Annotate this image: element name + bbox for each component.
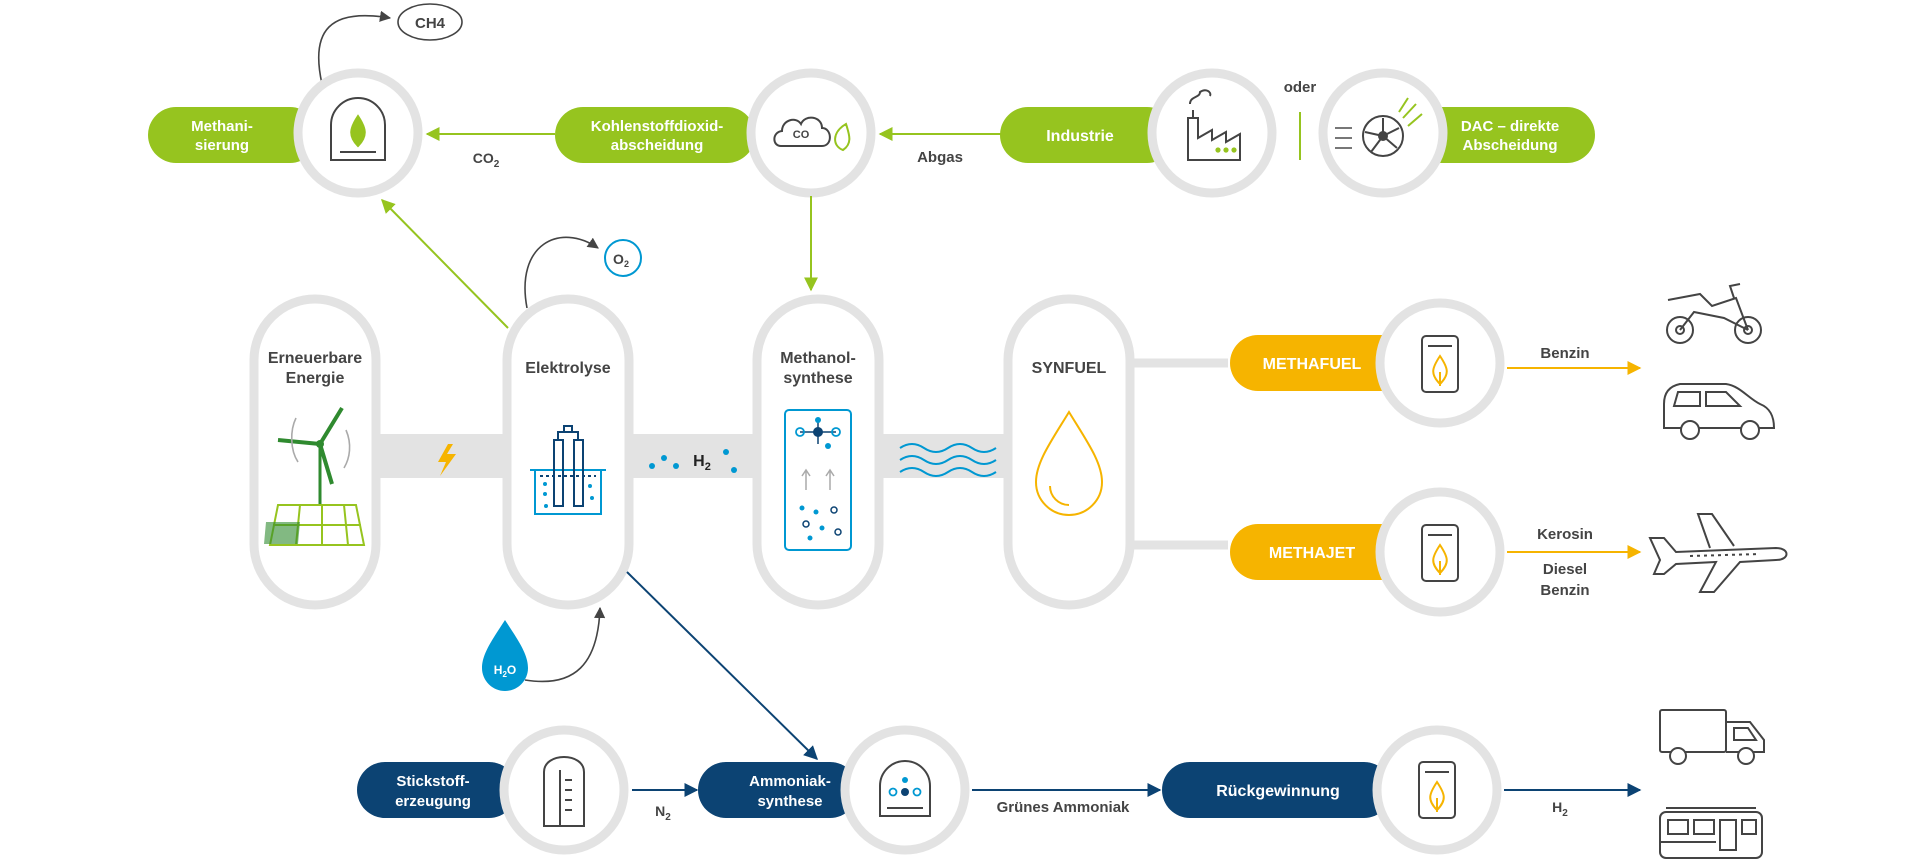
fuel-drop-icon [1034,410,1104,516]
o2-output-arrow [524,236,599,309]
ammoniak-pill [698,762,858,818]
ch4-output-arrow [317,10,392,85]
fuel-pump-icon [1421,335,1459,393]
co2-capture-label-1: Kohlenstoffdioxid- [591,118,723,135]
methanisierung-label-2: sierung [195,137,249,154]
wind-solar-icon [264,406,366,546]
elektrolyse-node [502,294,634,610]
dac-label-2: Abscheidung [1462,137,1557,154]
rueckgewinnung-node [1372,725,1502,855]
rueckgewinnung-label: Rückgewinnung [1216,783,1340,800]
flame-icon [330,97,386,161]
co2-cloud-icon: CO [773,116,851,152]
methanol-reactor-icon [784,409,852,551]
methanol-label-1: Methanol- [780,350,856,367]
stickstoff-label-1: Stickstoff- [396,773,469,790]
electrolyzer-icon [530,425,606,515]
lightning-icon [438,444,456,476]
stickstoff-pill [357,762,517,818]
industrie-pill [1000,107,1175,163]
benzin-label-2: Benzin [1540,582,1589,599]
ammonia-reactor-icon [879,760,931,817]
o2-label: O2 [613,251,629,269]
diesel-label: Diesel [1543,561,1587,578]
dac-label-1: DAC – direkte [1461,118,1559,135]
h2-molecule-dots [649,449,737,473]
synfuel-label: SYNFUEL [1032,360,1107,377]
kerosin-label: Kerosin [1537,526,1593,543]
plane-icon [1648,513,1788,593]
svg-text:CO: CO [793,129,810,141]
h2o-input-arrow [524,606,606,683]
methajet-pill [1230,524,1410,580]
methafuel-pill [1230,335,1410,391]
h2o-label: H2O [494,663,516,679]
methajet-node [1375,487,1505,617]
erneuerbare-label-2: Energie [286,370,345,387]
benzin-label-1: Benzin [1540,345,1589,362]
erneuerbare-label-1: Erneuerbare [268,350,362,367]
waves-icon [899,443,997,477]
stickstoff-node [499,725,629,855]
car-icon [1663,383,1776,440]
oder-label: oder [1284,79,1317,96]
abgas-label: Abgas [917,149,963,166]
methanol-node [752,294,884,610]
o2-bubble [604,239,642,277]
h2-output-label: H2 [1552,799,1568,819]
co2-capture-label-2: abscheidung [611,137,704,154]
elektrolyse-label: Elektrolyse [525,360,610,377]
fuel-pump-icon [1418,761,1456,819]
industrie-label: Industrie [1046,128,1114,145]
methanol-label-2: synthese [783,370,852,387]
co2-capture-node [746,68,876,198]
dac-fan-icon [1335,97,1423,157]
h2-to-methanisierung-arrow [381,199,509,329]
nitrogen-tank-icon [543,756,585,827]
methanisierung-pill [148,107,318,163]
factory-icon [1187,89,1241,161]
ammoniak-label-1: Ammoniak- [749,773,831,790]
h2-label: H2 [693,453,711,473]
co2-capture-pill [555,107,755,163]
ch4-label: CH4 [415,15,446,32]
co2-flow-label: CO2 [473,150,500,170]
methafuel-label: METHAFUEL [1263,356,1362,373]
truck-icon [1659,709,1765,765]
methafuel-node [1375,298,1505,428]
methajet-label: METHAJET [1269,545,1355,562]
motorbike-icon [1666,283,1762,344]
ammoniak-label-2: synthese [757,793,822,810]
main-process-band [370,434,1130,478]
rueckgewinnung-pill [1162,762,1392,818]
h2-to-ammoniak-arrow [626,571,818,760]
stickstoff-label-2: erzeugung [395,793,471,810]
water-drop-icon: H2O [482,620,528,691]
bus-icon [1659,807,1763,859]
methanisierung-label-1: Methani- [191,118,253,135]
fuel-pump-icon [1421,524,1459,582]
synfuel-node [1003,294,1135,610]
gruenes-ammoniak-label: Grünes Ammoniak [997,799,1130,816]
erneuerbare-node [249,294,381,610]
n2-label: N2 [655,803,671,823]
ch4-bubble [397,3,463,41]
